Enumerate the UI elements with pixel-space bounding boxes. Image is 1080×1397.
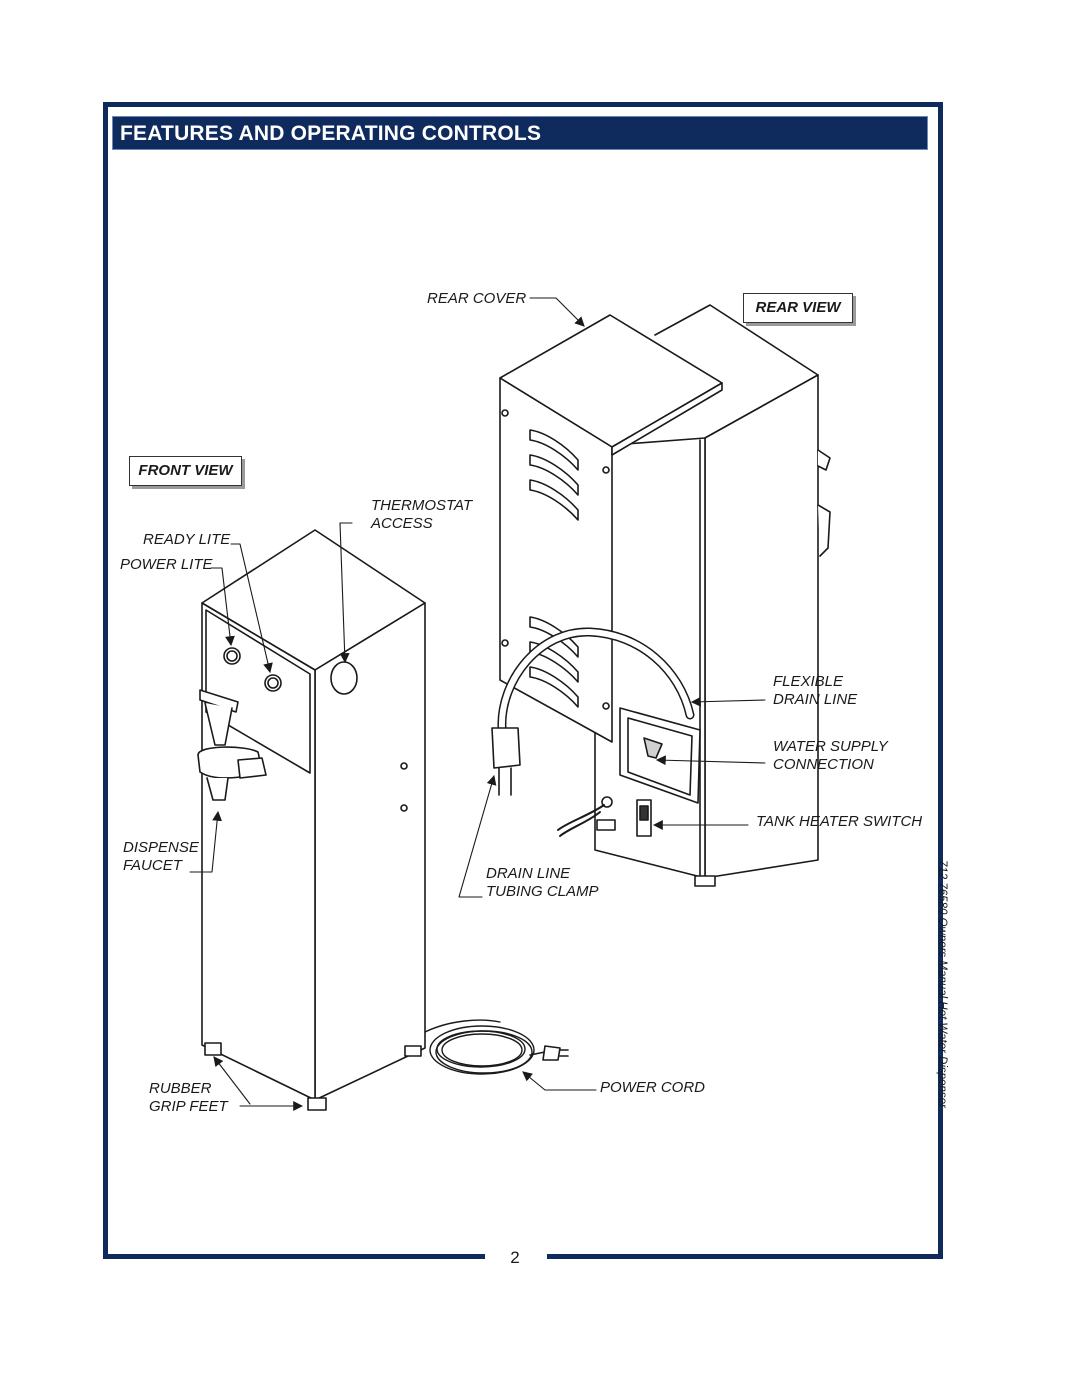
label-power-lite: POWER LITE [120,556,213,573]
page-border-gap [485,1252,547,1266]
section-header: FEATURES AND OPERATING CONTROLS [112,116,928,150]
section-title: FEATURES AND OPERATING CONTROLS [120,122,542,145]
front-unit [197,529,569,1111]
label-drain-clamp-line1: DRAIN LINE [486,865,571,882]
label-water-line2: CONNECTION [773,756,874,773]
rear-unit [491,304,831,887]
label-ready-lite: READY LITE [143,531,231,548]
label-rubber-line2: GRIP FEET [149,1098,228,1115]
label-dispense-line2: FAUCET [123,857,182,874]
label-water-line1: WATER SUPPLY [773,738,888,755]
label-drain-line-tubing-clamp: DRAIN LINE TUBING CLAMP [486,865,599,901]
label-rubber-grip-feet: RUBBER GRIP FEET [149,1080,228,1116]
page-number: 2 [510,1248,520,1267]
label-dispense-faucet: DISPENSE FAUCET [123,839,199,875]
label-water-supply: WATER SUPPLY CONNECTION [773,738,888,774]
label-thermostat-line1: THERMOSTAT [371,497,473,514]
label-flexible-line2: DRAIN LINE [773,691,858,708]
label-flexible-drain-line: FLEXIBLE DRAIN LINE [773,673,857,709]
front-view-tag: FRONT VIEW [129,456,242,486]
document-side-note: 712 76580 Owners Manual Hot Water Dispen… [936,860,948,1108]
label-thermostat-line2: ACCESS [371,515,433,532]
label-rubber-line1: RUBBER [149,1080,212,1097]
label-dispense-line1: DISPENSE [123,839,199,856]
label-tank-heater-switch: TANK HEATER SWITCH [756,813,923,830]
rear-view-tag: REAR VIEW [743,293,853,323]
leader-lines [189,297,766,1111]
label-power-cord: POWER CORD [600,1079,705,1096]
label-rear-cover: REAR COVER [427,290,527,307]
label-drain-clamp-line2: TUBING CLAMP [486,883,599,900]
label-thermostat-access: THERMOSTAT ACCESS [371,497,472,533]
label-flexible-line1: FLEXIBLE [773,673,844,690]
